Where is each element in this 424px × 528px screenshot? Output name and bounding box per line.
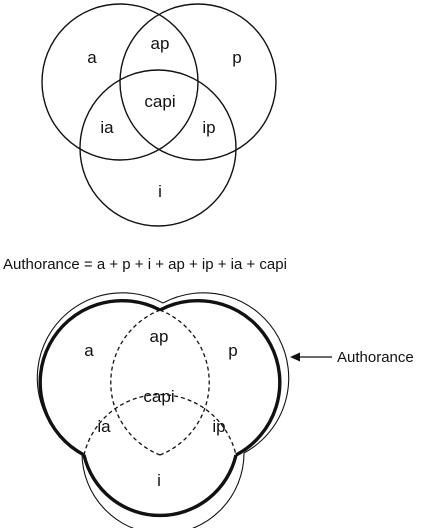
top-label-i: i [158, 182, 162, 201]
top-label-a: a [87, 48, 97, 67]
bottom-label-i: i [157, 471, 161, 490]
bottom-label-a: a [84, 341, 94, 360]
top-circle-a [41, 3, 199, 161]
dashed-interior-boundaries [83, 309, 237, 456]
top-label-ia: ia [100, 118, 114, 137]
bottom-venn-diagram: a ap p capi ia ip i [36, 292, 290, 528]
top-circle-p [119, 3, 277, 161]
top-label-p: p [232, 48, 241, 67]
top-label-capi: capi [144, 92, 175, 111]
top-circle-i [79, 69, 237, 227]
bottom-label-ia: ia [97, 417, 111, 436]
top-venn-diagram: a ap p capi ia ip i [41, 3, 277, 227]
bottom-label-ap: ap [150, 327, 169, 346]
bottom-label-capi: capi [143, 387, 174, 406]
authorance-union-outline [38, 298, 282, 518]
callout-arrow-head [290, 352, 300, 362]
top-label-ip: ip [202, 118, 215, 137]
authorance-callout: Authorance [290, 349, 414, 366]
callout-label-authorance: Authorance [337, 349, 414, 366]
top-label-ap: ap [151, 34, 170, 53]
authorance-formula: Authorance = a + p + i + ap + ip + ia + … [3, 256, 287, 273]
bottom-label-ip: ip [212, 417, 225, 436]
bottom-label-p: p [228, 341, 237, 360]
